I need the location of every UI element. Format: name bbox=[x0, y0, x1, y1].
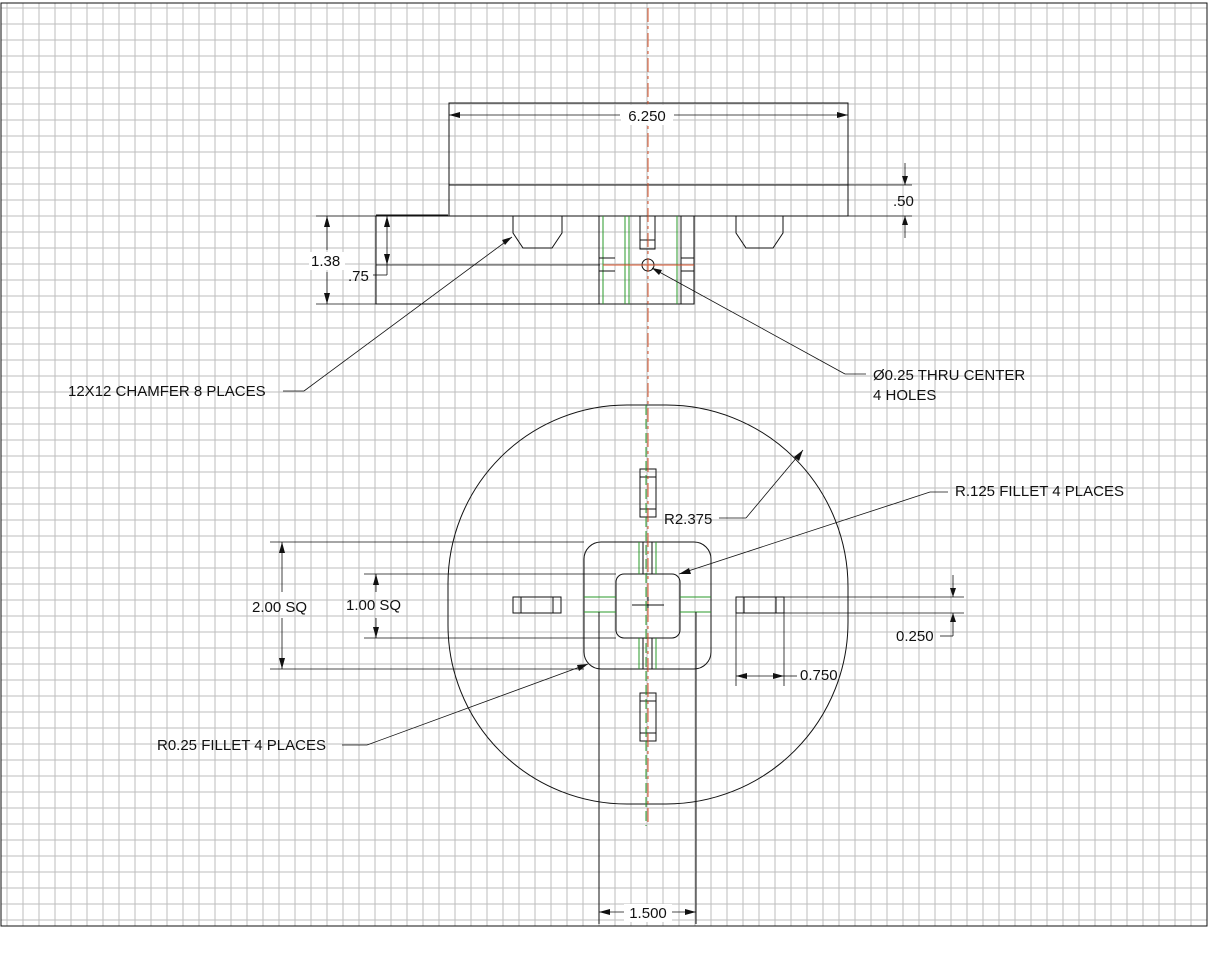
dim-outer-radius: R2.375 bbox=[664, 511, 712, 528]
dim-slot-width: 0.250 bbox=[896, 628, 934, 645]
dim-stem-width: 1.500 bbox=[629, 905, 667, 922]
body-outline bbox=[375, 215, 695, 305]
sheet-border bbox=[0, 2, 1208, 927]
note-hole-line1: Ø0.25 THRU CENTER bbox=[873, 367, 1025, 384]
dim-outer-square: 2.00 SQ bbox=[252, 599, 307, 616]
dim-inner-square: 1.00 SQ bbox=[346, 597, 401, 614]
slot-left bbox=[512, 596, 562, 614]
note-fillet-large: R0.25 FILLET 4 PLACES bbox=[157, 737, 326, 754]
outer-rounded-square bbox=[447, 404, 849, 805]
note-hole-line2: 4 HOLES bbox=[873, 387, 936, 404]
dim-slot-length: 0.750 bbox=[800, 667, 838, 684]
slot-right bbox=[735, 596, 785, 614]
dim-body-height: 1.38 bbox=[311, 253, 340, 270]
grid bbox=[1, 3, 1207, 926]
top-view bbox=[270, 404, 964, 924]
chamfer-pocket-left bbox=[512, 216, 563, 249]
dim-flange-thickness: .50 bbox=[893, 193, 914, 210]
dim-hole-depth: .75 bbox=[348, 268, 369, 285]
note-chamfer: 12X12 CHAMFER 8 PLACES bbox=[68, 383, 266, 400]
note-fillet-small: R.125 FILLET 4 PLACES bbox=[955, 483, 1124, 500]
chamfer-pocket-right bbox=[735, 216, 784, 249]
dim-overall-width: 6.250 bbox=[628, 108, 666, 125]
